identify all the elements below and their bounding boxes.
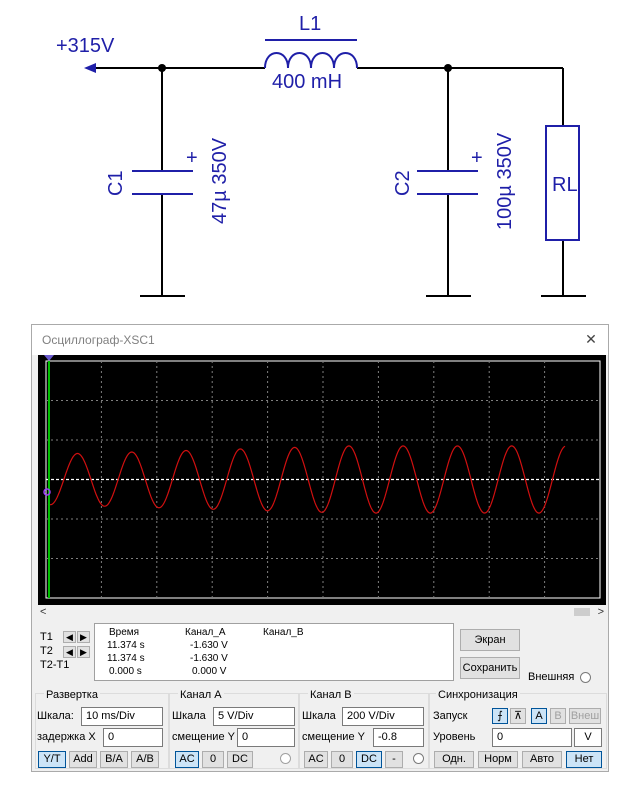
supply-label: +315V	[56, 35, 115, 57]
cursor-t1-handle-icon[interactable]	[44, 355, 54, 361]
oscilloscope-window: Осциллограф-XSC1 ✕ < > T1 T2 T2-T1 ◀ ▶ ◀…	[31, 324, 609, 772]
channel-a-offset-input[interactable]: 0	[237, 728, 295, 747]
channel-a-radio[interactable]	[280, 753, 291, 764]
inductor-name: L1	[299, 13, 321, 35]
trigger-auto-button[interactable]: Авто	[522, 751, 562, 768]
channel-b-group	[299, 693, 429, 769]
channel-a-scale-label: Шкала	[172, 710, 206, 722]
mode-ab-button[interactable]: A/B	[131, 751, 159, 768]
trigger-none-button[interactable]: Нет	[566, 751, 602, 768]
channel-b-minus-button[interactable]: -	[385, 751, 403, 768]
scope-traces	[46, 445, 600, 514]
scope-screen[interactable]	[38, 355, 606, 605]
measurement-readout: Время Канал_A Канал_B 11.374 s -1.630 V …	[94, 623, 454, 681]
horizontal-scrollbar[interactable]: < >	[36, 605, 606, 619]
t1-right-arrow-icon[interactable]: ▶	[77, 631, 90, 643]
scroll-left-icon[interactable]: <	[40, 606, 47, 618]
channel-b-zero-button[interactable]: 0	[331, 751, 353, 768]
channel-b-offset-label: смещение Y	[302, 731, 365, 743]
delay-x-input[interactable]: 0	[103, 728, 163, 747]
window-title-bar[interactable]: Осциллограф-XSC1	[32, 325, 608, 355]
timebase-group	[35, 693, 169, 769]
row2-channel-a: -1.630 V	[190, 653, 228, 664]
external-trigger-radio[interactable]	[580, 672, 591, 683]
circuit-schematic: +315V L1 400 mH + C1 47µ 350V + C2 100µ …	[56, 13, 586, 297]
channel-b-dc-button[interactable]: DC	[356, 751, 382, 768]
external-trigger-label: Внешняя	[528, 671, 575, 683]
trigger-source-b-button[interactable]: B	[550, 708, 566, 724]
channel-b-scale-input[interactable]: 200 V/Div	[342, 707, 424, 726]
channel-a-dc-button[interactable]: DC	[227, 751, 253, 768]
trigger-normal-button[interactable]: Норм	[478, 751, 518, 768]
trigger-level-label: Уровень	[433, 731, 476, 743]
junction-dot	[158, 64, 166, 72]
capacitor-c1[interactable]	[132, 170, 193, 195]
channel-b-scale-label: Шкала	[302, 710, 336, 722]
channel-a-title: Канал А	[178, 689, 224, 701]
trigger-start-label: Запуск	[433, 710, 468, 722]
timebase-scale-input[interactable]: 10 ms/Div	[81, 707, 163, 726]
scrollbar-thumb[interactable]	[574, 608, 590, 616]
inductor-value: 400 mH	[272, 71, 342, 93]
c1-polarity: +	[186, 147, 198, 169]
channel-b-offset-input[interactable]: -0.8	[373, 728, 424, 747]
header-channel-b: Канал_B	[263, 627, 304, 638]
channel-b-ac-button[interactable]: AC	[304, 751, 328, 768]
row2-time: 11.374 s	[107, 653, 145, 664]
channel-a-offset-label: смещение Y	[172, 731, 235, 743]
trigger-source-ext-button[interactable]: Внеш	[569, 708, 601, 724]
row3-time: 0.000 s	[109, 666, 142, 677]
mode-add-button[interactable]: Add	[69, 751, 97, 768]
channel-a-trace	[47, 445, 566, 514]
rl-name: RL	[552, 174, 578, 196]
header-channel-a: Канал_A	[185, 627, 226, 638]
c2-name: C2	[392, 170, 414, 196]
falling-edge-icon[interactable]: ⊼	[510, 708, 526, 724]
c1-name: C1	[105, 170, 127, 196]
delay-x-label: задержка X	[37, 731, 96, 743]
t2-right-arrow-icon[interactable]: ▶	[77, 646, 90, 658]
trigger-level-input[interactable]: 0	[492, 728, 572, 747]
c2-polarity: +	[471, 147, 483, 169]
channel-b-radio[interactable]	[413, 753, 424, 764]
rising-edge-icon[interactable]: ⨍	[492, 708, 508, 724]
cursor-labels: T1 T2 T2-T1	[40, 630, 69, 672]
row1-channel-a: -1.630 V	[190, 640, 228, 651]
channel-a-scale-input[interactable]: 5 V/Div	[213, 707, 295, 726]
t2-left-arrow-icon[interactable]: ◀	[63, 646, 76, 658]
inductor-l1[interactable]	[264, 39, 358, 69]
resistor-rl[interactable]	[545, 125, 580, 241]
timebase-title: Развертка	[44, 689, 100, 701]
channel-a-zero-button[interactable]: 0	[202, 751, 224, 768]
supply-arrow-icon	[84, 63, 96, 73]
t1-label: T1	[40, 631, 53, 643]
header-time: Время	[109, 627, 140, 638]
trigger-single-button[interactable]: Одн.	[434, 751, 474, 768]
channel-a-group	[169, 693, 299, 769]
mode-ba-button[interactable]: B/A	[100, 751, 128, 768]
junction-dot	[444, 64, 452, 72]
c2-value: 100µ 350V	[494, 132, 516, 230]
screen-button[interactable]: Экран	[460, 629, 520, 651]
save-button[interactable]: Сохранить	[460, 657, 520, 679]
trigger-source-a-button[interactable]: A	[531, 708, 547, 724]
channel-a-ac-button[interactable]: AC	[175, 751, 199, 768]
close-icon[interactable]: ✕	[585, 331, 597, 347]
t2-t1-label: T2-T1	[40, 659, 70, 671]
trigger-level-unit[interactable]: V	[574, 728, 602, 747]
row1-time: 11.374 s	[107, 640, 145, 651]
t1-left-arrow-icon[interactable]: ◀	[63, 631, 76, 643]
channel-a-marker-icon	[43, 488, 51, 496]
c1-value: 47µ 350V	[209, 137, 231, 224]
wires	[95, 67, 586, 297]
capacitor-c2[interactable]	[417, 170, 478, 195]
scroll-right-icon[interactable]: >	[597, 606, 604, 618]
timebase-scale-label: Шкала:	[37, 710, 74, 722]
window-title: Осциллограф-XSC1	[42, 333, 155, 347]
mode-yt-button[interactable]: Y/T	[38, 751, 66, 768]
trigger-title: Синхронизация	[436, 689, 520, 701]
row3-channel-a: 0.000 V	[192, 666, 227, 677]
channel-b-title: Канал В	[308, 689, 354, 701]
t2-label: T2	[40, 645, 53, 657]
